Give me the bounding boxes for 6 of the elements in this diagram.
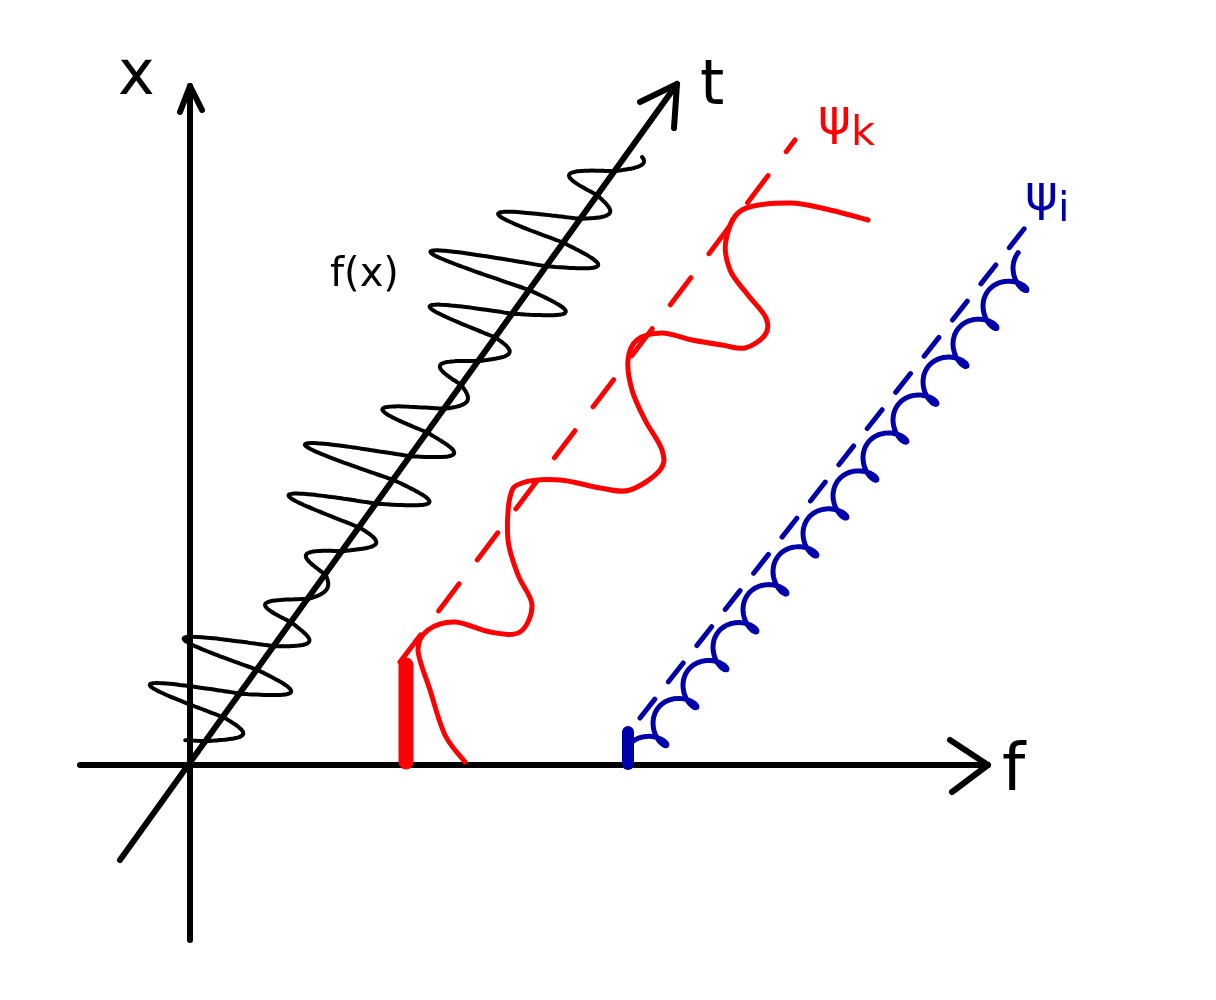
wavelet-label: ψ$_{i}$ xyxy=(1025,168,1070,228)
axis-label: f xyxy=(1002,735,1026,801)
axis-label: t xyxy=(700,52,725,114)
signal-label: f(x) xyxy=(330,252,399,292)
wavelet-label: ψ$_{k}$ xyxy=(818,92,876,152)
axis-label: x xyxy=(118,42,155,104)
